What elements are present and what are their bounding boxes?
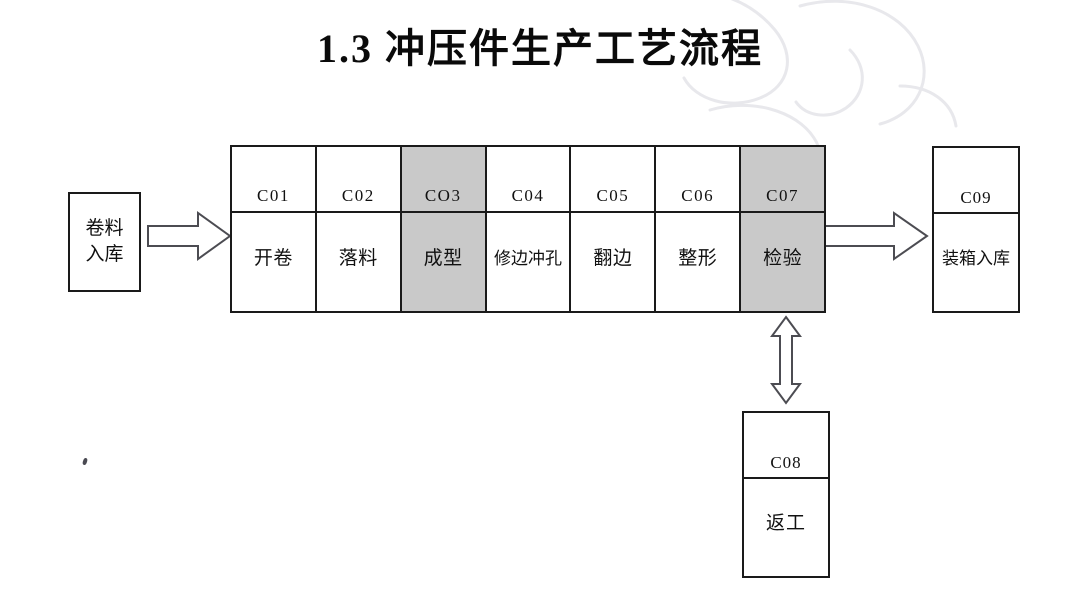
- stage-name-c01: 开卷: [253, 247, 293, 269]
- stage-cell-c06[interactable]: C06 整形: [656, 147, 742, 311]
- end-box-c09[interactable]: C09 装箱入库: [932, 146, 1020, 313]
- arrow-start-to-stages: [147, 211, 232, 261]
- stage-cell-c03[interactable]: CO3 成型: [401, 147, 487, 311]
- stage-code-c07: C07: [741, 147, 825, 213]
- start-box-label-line1: 卷料: [85, 218, 124, 239]
- stage-cell-c02[interactable]: C02 落料: [316, 147, 402, 311]
- stage-name-c02: 落料: [338, 247, 378, 269]
- stage-name-c06: 整形: [678, 247, 718, 269]
- stage-cell-c07[interactable]: C07 检验: [741, 147, 825, 311]
- end-code: C09: [934, 148, 1018, 214]
- stage-cell-c05[interactable]: C05 翻边: [571, 147, 657, 311]
- page-title: 1.3 冲压件生产工艺流程: [317, 26, 763, 71]
- arrow-inspection-rework-double: [770, 315, 802, 405]
- stage-name-c04: 修边冲孔: [494, 248, 562, 268]
- stage-code-c04: C04: [486, 147, 570, 213]
- end-name: 装箱入库: [942, 249, 1010, 268]
- stage-name-c05: 翻边: [593, 247, 633, 269]
- rework-box-c08[interactable]: C08 返工: [742, 411, 830, 578]
- start-box-label: 卷料 入库: [85, 216, 123, 268]
- stray-ink-mark: [82, 457, 88, 466]
- stage-code-c06: C06: [656, 147, 740, 213]
- rework-name: 返工: [765, 513, 806, 534]
- arrow-stages-to-end: [821, 211, 929, 261]
- start-box-coil-warehouse[interactable]: 卷料 入库: [68, 192, 141, 292]
- process-stage-strip: C01 开卷 C02 落料 CO3 成型 C04 修边冲孔 C05 翻边 C06…: [230, 145, 826, 313]
- start-box-label-line2: 入库: [85, 244, 124, 265]
- rework-code: C08: [744, 413, 828, 479]
- stage-code-c01: C01: [232, 147, 315, 213]
- stage-cell-c01[interactable]: C01 开卷: [232, 147, 317, 311]
- stage-code-c05: C05: [571, 147, 655, 213]
- stage-name-c07: 检验: [763, 247, 803, 269]
- stage-cell-c04[interactable]: C04 修边冲孔: [486, 147, 572, 311]
- stage-code-c03: CO3: [401, 147, 485, 213]
- stage-name-c03: 成型: [423, 247, 463, 269]
- stage-code-c02: C02: [316, 147, 400, 213]
